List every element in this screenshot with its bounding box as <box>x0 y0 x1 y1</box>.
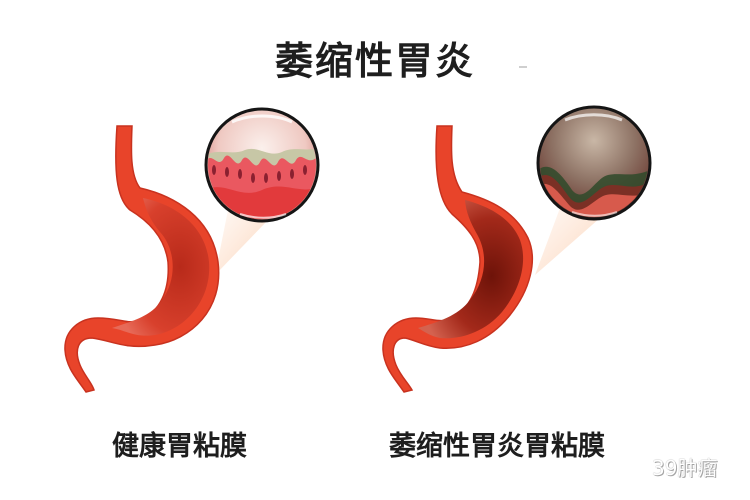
healthy-panel <box>64 107 320 393</box>
watermark-logo: 39肿瘤 <box>652 456 718 480</box>
magnifier-beam-icon <box>535 208 600 275</box>
magnifier-lens-icon <box>536 105 652 221</box>
page-title: 萎缩性胃炎 <box>274 39 475 83</box>
atrophic-mucosa-label: 萎缩性胃炎胃粘膜 <box>389 431 605 462</box>
magnifier-lens-icon <box>204 107 320 223</box>
stomach-illustration-icon <box>382 125 534 393</box>
healthy-mucosa-label: 健康胃粘膜 <box>112 431 247 462</box>
magnifier-beam-icon <box>215 210 268 275</box>
stomach-illustration-icon <box>64 125 220 393</box>
decorative-dash <box>519 66 527 68</box>
atrophic-panel <box>382 105 652 393</box>
